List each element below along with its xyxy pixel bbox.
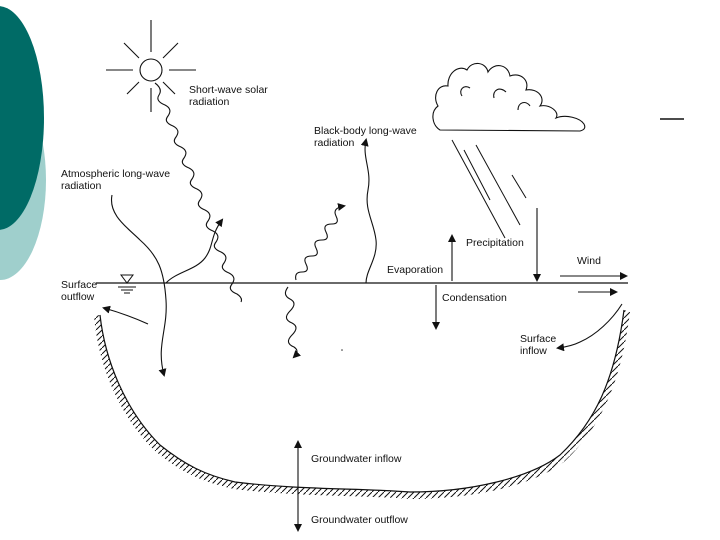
label-solar-radiation: Short-wave solar radiation xyxy=(189,84,268,108)
label-blackbody-radiation: Black-body long-wave radiation xyxy=(314,125,417,149)
label-condensation: Condensation xyxy=(442,292,507,304)
lake-bed xyxy=(94,309,630,499)
label-groundwater-outflow: Groundwater outflow xyxy=(311,514,408,526)
solar-incoming-wave xyxy=(154,82,243,303)
decorative-side-shapes xyxy=(0,6,46,280)
label-wind: Wind xyxy=(577,255,601,267)
solar-transmitted-wave xyxy=(284,286,302,359)
atmospheric-incoming-curve xyxy=(111,194,167,377)
label-groundwater-inflow: Groundwater inflow xyxy=(311,453,402,465)
label-surface-outflow: Surface outflow xyxy=(61,279,98,303)
sun-icon xyxy=(106,20,196,112)
surface-inflow-arrow xyxy=(556,303,623,352)
dark-teal-ellipse xyxy=(0,6,44,230)
water-level-symbol-icon xyxy=(118,274,136,294)
stray-dot xyxy=(341,349,343,351)
label-surface-inflow: Surface inflow xyxy=(520,333,557,357)
label-atmospheric-radiation: Atmospheric long-wave radiation xyxy=(61,168,171,192)
solar-radiation-arrows xyxy=(154,82,346,359)
blackbody-radiation-curve xyxy=(360,138,377,284)
label-precipitation: Precipitation xyxy=(466,237,524,249)
label-evaporation: Evaporation xyxy=(387,264,444,276)
atmospheric-radiation-arrows xyxy=(111,194,224,377)
solar-reflected-wave xyxy=(295,203,346,281)
precipitation-rain-lines xyxy=(451,139,527,239)
surface-outflow-arrow xyxy=(102,305,149,325)
atmospheric-emitted-curve xyxy=(165,218,224,284)
cloud-icon xyxy=(432,62,586,132)
